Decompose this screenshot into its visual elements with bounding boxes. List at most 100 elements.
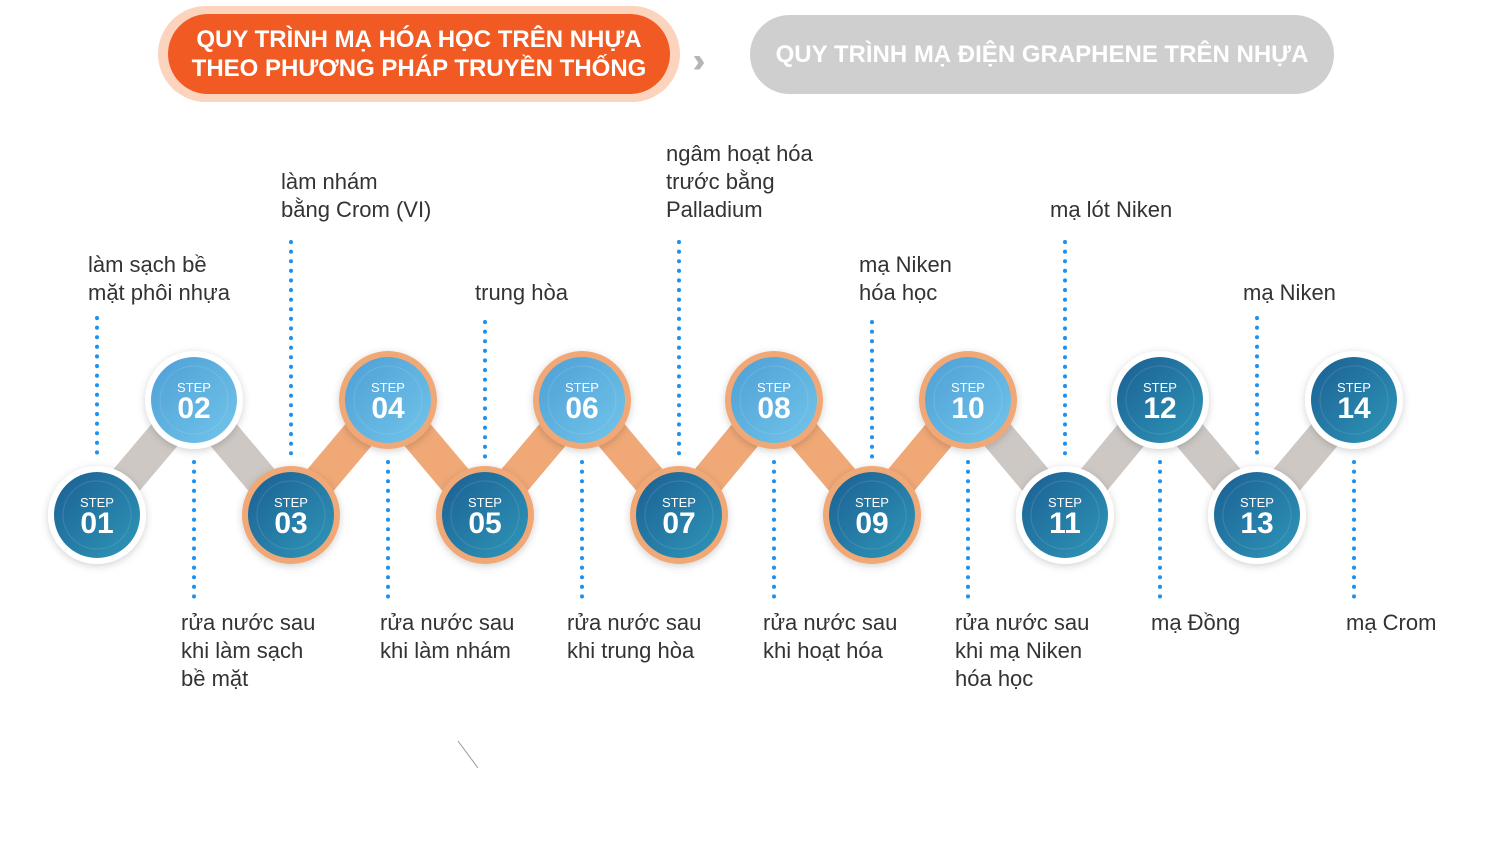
step-number: 07: [662, 507, 695, 540]
step-label-line: làm sạch bề: [88, 252, 207, 277]
step-circle: [54, 472, 140, 558]
step-circle: [345, 357, 431, 443]
step-number: 05: [468, 507, 501, 540]
step-label-line: mặt phôi nhựa: [88, 280, 230, 305]
step-circle-inner-ring: [644, 480, 714, 550]
step-word: STEP: [371, 380, 405, 395]
step-label-line: mạ Niken: [859, 252, 952, 277]
step-label-line: trung hòa: [475, 280, 568, 305]
step-label-05: trung hòa: [475, 279, 568, 307]
step-circle-inner-ring: [1222, 480, 1292, 550]
step-number: 03: [274, 507, 307, 540]
step-number: 02: [177, 392, 210, 425]
step-circle: [248, 472, 334, 558]
tab-title-line-1: QUY TRÌNH MẠ HÓA HỌC TRÊN NHỰA: [196, 26, 642, 53]
step-word: STEP: [1240, 495, 1274, 510]
step-circle-inner-ring: [1125, 365, 1195, 435]
step-number: 01: [80, 507, 113, 540]
step-label-line: hóa học: [955, 666, 1034, 691]
step-label-12: mạ Đồng: [1151, 609, 1240, 637]
step-word: STEP: [1143, 380, 1177, 395]
step-label-line: rửa nước sau: [955, 610, 1090, 635]
step-label-line: khi trung hòa: [567, 638, 695, 663]
step-label-01: làm sạch bề mặt phôi nhựa: [88, 251, 230, 307]
step-label-line: làm nhám: [281, 169, 378, 194]
step-label-line: rửa nước sau: [380, 610, 515, 635]
step-circle: [1214, 472, 1300, 558]
step-circle: [442, 472, 528, 558]
step-label-08: rửa nước sau khi hoạt hóa: [763, 609, 897, 665]
step-circle: [925, 357, 1011, 443]
step-word: STEP: [468, 495, 502, 510]
step-word: STEP: [565, 380, 599, 395]
step-label-line: khi làm sạch: [181, 638, 304, 663]
step-label-line: mạ Đồng: [1151, 610, 1241, 635]
step-circle-inner-ring: [933, 365, 1003, 435]
step-label-line: rửa nước sau: [181, 610, 316, 635]
tab-traditional-chemical-plating[interactable]: QUY TRÌNH MẠ HÓA HỌC TRÊN NHỰA THEO PHƯƠ…: [168, 14, 670, 94]
step-circle: [1022, 472, 1108, 558]
step-label-line: Palladium: [666, 197, 763, 222]
step-number: 04: [371, 392, 405, 425]
step-circle: [151, 357, 237, 443]
step-label-line: khi hoạt hóa: [763, 638, 883, 663]
step-label-line: mạ lót Niken: [1050, 197, 1173, 222]
step-number: 08: [757, 392, 790, 425]
step-label-line: rửa nước sau: [763, 610, 898, 635]
step-circle-inner-ring: [837, 480, 907, 550]
step-label-14: mạ Crom: [1346, 609, 1436, 637]
step-label-line: bề mặt: [181, 666, 249, 691]
step-circle-inner-ring: [62, 480, 132, 550]
step-number: 14: [1337, 392, 1371, 425]
step-label-line: rửa nước sau: [567, 610, 702, 635]
step-word: STEP: [662, 495, 696, 510]
step-label-line: trước bằng: [666, 169, 775, 194]
step-label-line: mạ Niken: [1243, 280, 1336, 305]
step-circle: [829, 472, 915, 558]
step-label-06: rửa nước sau khi trung hòa: [567, 609, 701, 665]
step-circle: [1311, 357, 1397, 443]
step-word: STEP: [951, 380, 985, 395]
step-number: 13: [1240, 507, 1273, 540]
step-label-line: hóa học: [859, 280, 938, 305]
step-circle-inner-ring: [1319, 365, 1389, 435]
step-circle: [636, 472, 722, 558]
step-number: 06: [565, 392, 598, 425]
step-circle-inner-ring: [256, 480, 326, 550]
step-label-line: bằng Crom (VI): [281, 197, 432, 222]
tab-graphene-electroplating[interactable]: QUY TRÌNH MẠ ĐIỆN GRAPHENE TRÊN NHỰA: [750, 15, 1334, 94]
step-word: STEP: [80, 495, 114, 510]
stray-line: [457, 740, 479, 769]
step-number: 09: [855, 507, 888, 540]
step-label-09: mạ Niken hóa học: [859, 251, 952, 307]
step-circle-inner-ring: [1030, 480, 1100, 550]
step-label-10: rửa nước sau khi mạ Niken hóa học: [955, 609, 1089, 693]
step-circle-inner-ring: [159, 365, 229, 435]
step-word: STEP: [1337, 380, 1371, 395]
step-word: STEP: [1048, 495, 1082, 510]
tab-title: QUY TRÌNH MẠ ĐIỆN GRAPHENE TRÊN NHỰA: [775, 40, 1309, 68]
step-word: STEP: [274, 495, 308, 510]
tab-title-line-2: THEO PHƯƠNG PHÁP TRUYỀN THỐNG: [191, 55, 647, 82]
step-label-line: ngâm hoạt hóa: [666, 141, 813, 166]
step-word: STEP: [855, 495, 889, 510]
step-circle-inner-ring: [353, 365, 423, 435]
step-circle: [1117, 357, 1203, 443]
step-circle: [731, 357, 817, 443]
step-number: 10: [951, 392, 984, 425]
step-word: STEP: [177, 380, 211, 395]
step-label-line: khi mạ Niken: [955, 638, 1083, 663]
step-label-03: làm nhám bằng Crom (VI): [281, 168, 431, 224]
step-label-line: mạ Crom: [1346, 610, 1437, 635]
step-circle: [539, 357, 625, 443]
step-label-02: rửa nước sau khi làm sạch bề mặt: [181, 609, 315, 693]
step-number: 12: [1143, 392, 1176, 425]
step-circle-inner-ring: [450, 480, 520, 550]
step-number: 11: [1049, 507, 1081, 540]
step-circle-inner-ring: [547, 365, 617, 435]
step-label-13: mạ Niken: [1243, 279, 1336, 307]
step-word: STEP: [757, 380, 791, 395]
